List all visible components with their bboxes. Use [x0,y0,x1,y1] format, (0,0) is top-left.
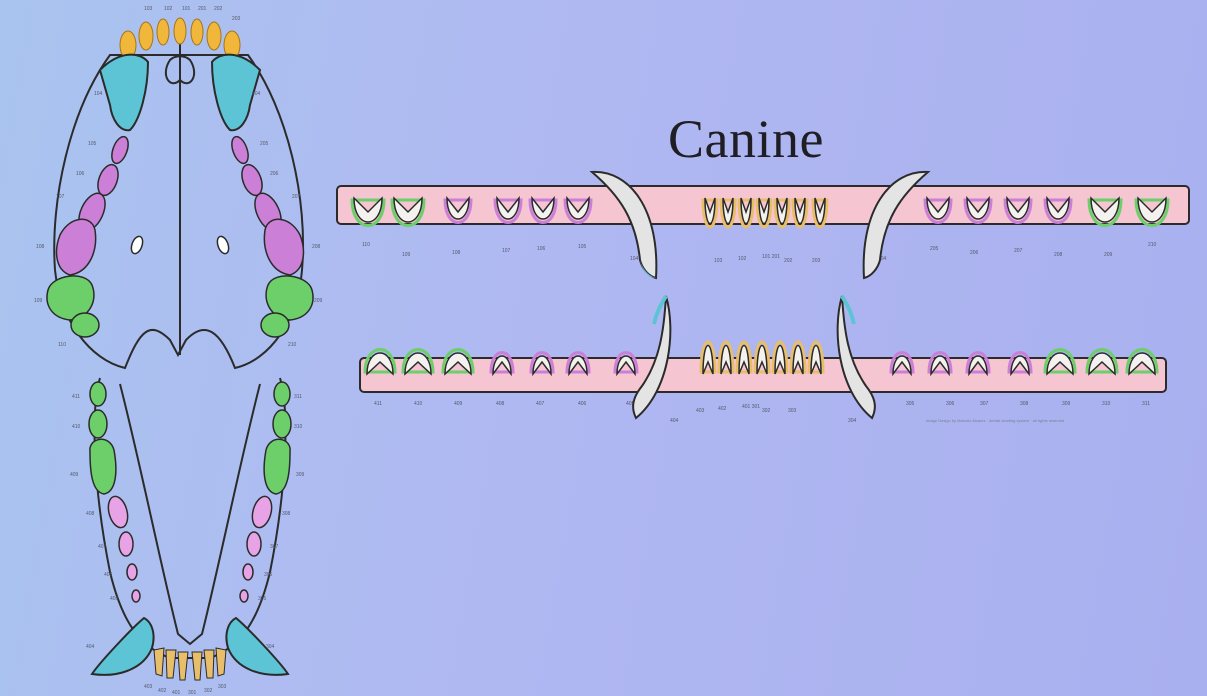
upper-label: 105 [88,141,97,147]
upper-label: 201 [198,6,207,12]
upper-label: 205 [260,141,269,147]
maxilla-label: 208 [1054,252,1063,258]
lower-label: 405 [110,596,119,602]
mandible-label: 408 [496,401,505,407]
lower-label: 403 [144,684,153,690]
mandible-label: 406 [578,401,587,407]
lower-label: 409 [70,472,79,478]
upper-label: 110 [58,342,66,348]
maxilla-label: 104 [630,256,639,262]
maxilla-label: 205 [930,246,939,252]
upper-label: 107 [56,194,65,200]
maxilla-label: 108 [452,250,461,256]
mandible-label: 303 [788,408,797,414]
mandible-label: 402 [718,406,727,412]
mandible-label: 302 [762,408,771,414]
upper-label: 206 [270,171,279,177]
mandible-label: 410 [414,401,423,407]
maxilla-label: 210 [1148,242,1157,248]
upper-label: 203 [232,16,241,22]
mandible-label: 307 [980,401,989,407]
lower-label: 304 [266,644,275,650]
lower-label: 301 [188,690,197,696]
upper-label: 104 [94,91,103,97]
maxilla-label: 107 [502,248,511,254]
mandible-label: 407 [536,401,545,407]
maxilla-labels: 110 109 108 107 106 105 104 103 102 101 201 202 203… [362,242,1157,264]
mandible-label: 304 [848,418,857,424]
mandible-label: 409 [454,401,463,407]
upper-label: 204 [252,91,261,97]
upper-label: 209 [314,298,323,304]
upper-label: 210 [288,342,297,348]
upper-label: 101 [182,6,191,12]
lateral-tooth-chart: 110 109 108 107 106 105 104 103 102 101 201 202 203… [330,100,1200,440]
upper-label: 103 [144,6,153,12]
image-credit: Image Design by Marcelo Alvarez · dental… [926,418,1160,423]
lower-label: 303 [218,684,227,690]
lower-label: 406 [104,572,113,578]
mandible-label: 306 [946,401,955,407]
lower-label: 402 [158,688,167,694]
lower-label: 404 [86,644,95,650]
maxilla-label: 109 [402,252,411,258]
maxilla-label: 105 [578,244,587,250]
maxilla-label: 103 [714,258,723,264]
lower-label: 306 [264,572,273,578]
mandible-label: 311 [1142,401,1150,407]
lower-label: 407 [98,544,107,550]
mandible-label: 308 [1020,401,1029,407]
upper-label: 207 [292,194,301,200]
upper-label: 108 [36,244,45,250]
upper-label: 202 [214,6,223,12]
maxilla-label: 110 [362,242,370,248]
lower-jaw-diagram: 411 410 409 408 407 406 405 404 311 310 … [60,372,320,696]
mandible-label: 305 [906,401,915,407]
mandible-label: 403 [696,408,705,414]
lower-tooth [491,353,513,375]
lower-label: 410 [72,424,81,430]
maxilla-label: 106 [537,246,546,252]
upper-label: 109 [34,298,43,304]
lower-label: 401 [172,690,181,696]
lower-tooth [567,353,589,375]
upper-label: 106 [76,171,85,177]
lower-label: 307 [270,544,279,550]
lower-tooth [531,353,553,375]
lower-label: 305 [258,596,267,602]
maxilla-label: 207 [1014,248,1023,254]
lower-label: 408 [86,511,95,517]
upper-label: 102 [164,6,173,12]
mandible-label: 309 [1062,401,1071,407]
lower-label: 302 [204,688,213,694]
lower-label: 308 [282,511,291,517]
maxilla-label: 209 [1104,252,1113,258]
mandible-label: 310 [1102,401,1111,407]
mandible-label: 401 301 [742,404,760,410]
mandible-label: 411 [374,401,382,407]
lower-tooth [615,353,637,375]
upper-label: 208 [312,244,321,250]
mandible-label: 404 [670,418,679,424]
lower-label: 309 [296,472,305,478]
maxilla-label: 101 201 [762,254,780,260]
lower-label: 310 [294,424,303,430]
lower-label: 311 [294,394,302,400]
maxilla-label: 206 [970,250,979,256]
maxilla-label: 102 [738,256,747,262]
maxilla-label: 203 [812,258,821,264]
upper-jaw-diagram: 103 102 101 201 202 203 104 105 106 107 … [30,0,330,370]
maxilla-label: 202 [784,258,793,264]
lower-label: 411 [72,394,80,400]
